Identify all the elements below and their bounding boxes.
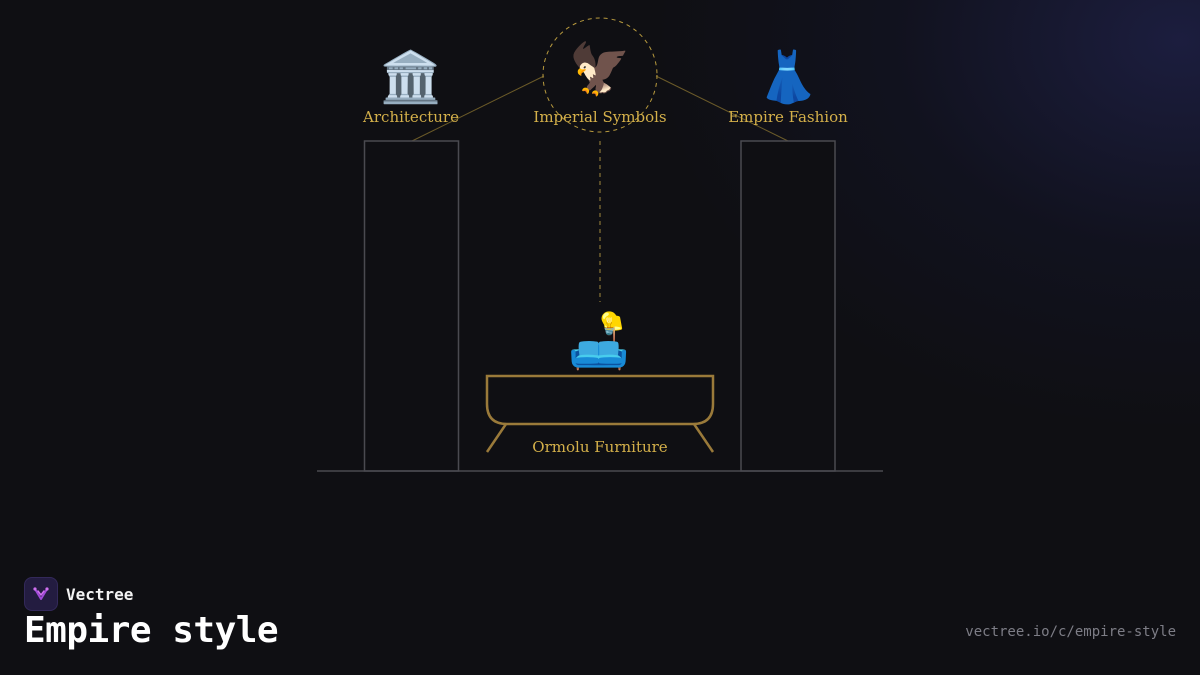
connector-fashion: [655, 75, 789, 142]
node-label-imperial-symbols: Imperial Symbols: [533, 108, 667, 126]
couch-and-lamp-icon: 💡 🛋️: [568, 314, 630, 369]
left-column: [363, 140, 460, 472]
node-label-empire-fashion: Empire Fashion: [728, 108, 848, 126]
imperial-symbols-ring: [542, 17, 658, 133]
furniture-outline: [485, 374, 715, 426]
right-column: [740, 140, 836, 472]
furniture-leg-left: [485, 423, 508, 453]
couch-icon: 🛋️: [567, 314, 631, 372]
classical-building-icon: 🏛️: [379, 48, 443, 106]
lamp-icon: 💡: [595, 312, 624, 337]
connector-architecture: [411, 75, 545, 142]
dress-icon: 👗: [756, 48, 820, 106]
node-label-ormolu-furniture: Ormolu Furniture: [532, 438, 668, 456]
page-title: Empire style: [24, 610, 279, 651]
brand[interactable]: Vectree: [24, 577, 133, 611]
brand-name: Vectree: [66, 584, 134, 604]
page-url[interactable]: vectree.io/c/empire-style: [965, 624, 1176, 640]
furniture-leg-right: [692, 423, 715, 453]
eagle-icon: 🦅: [568, 40, 632, 98]
node-label-architecture: Architecture: [363, 108, 459, 126]
vectree-logo-icon: [24, 577, 58, 611]
